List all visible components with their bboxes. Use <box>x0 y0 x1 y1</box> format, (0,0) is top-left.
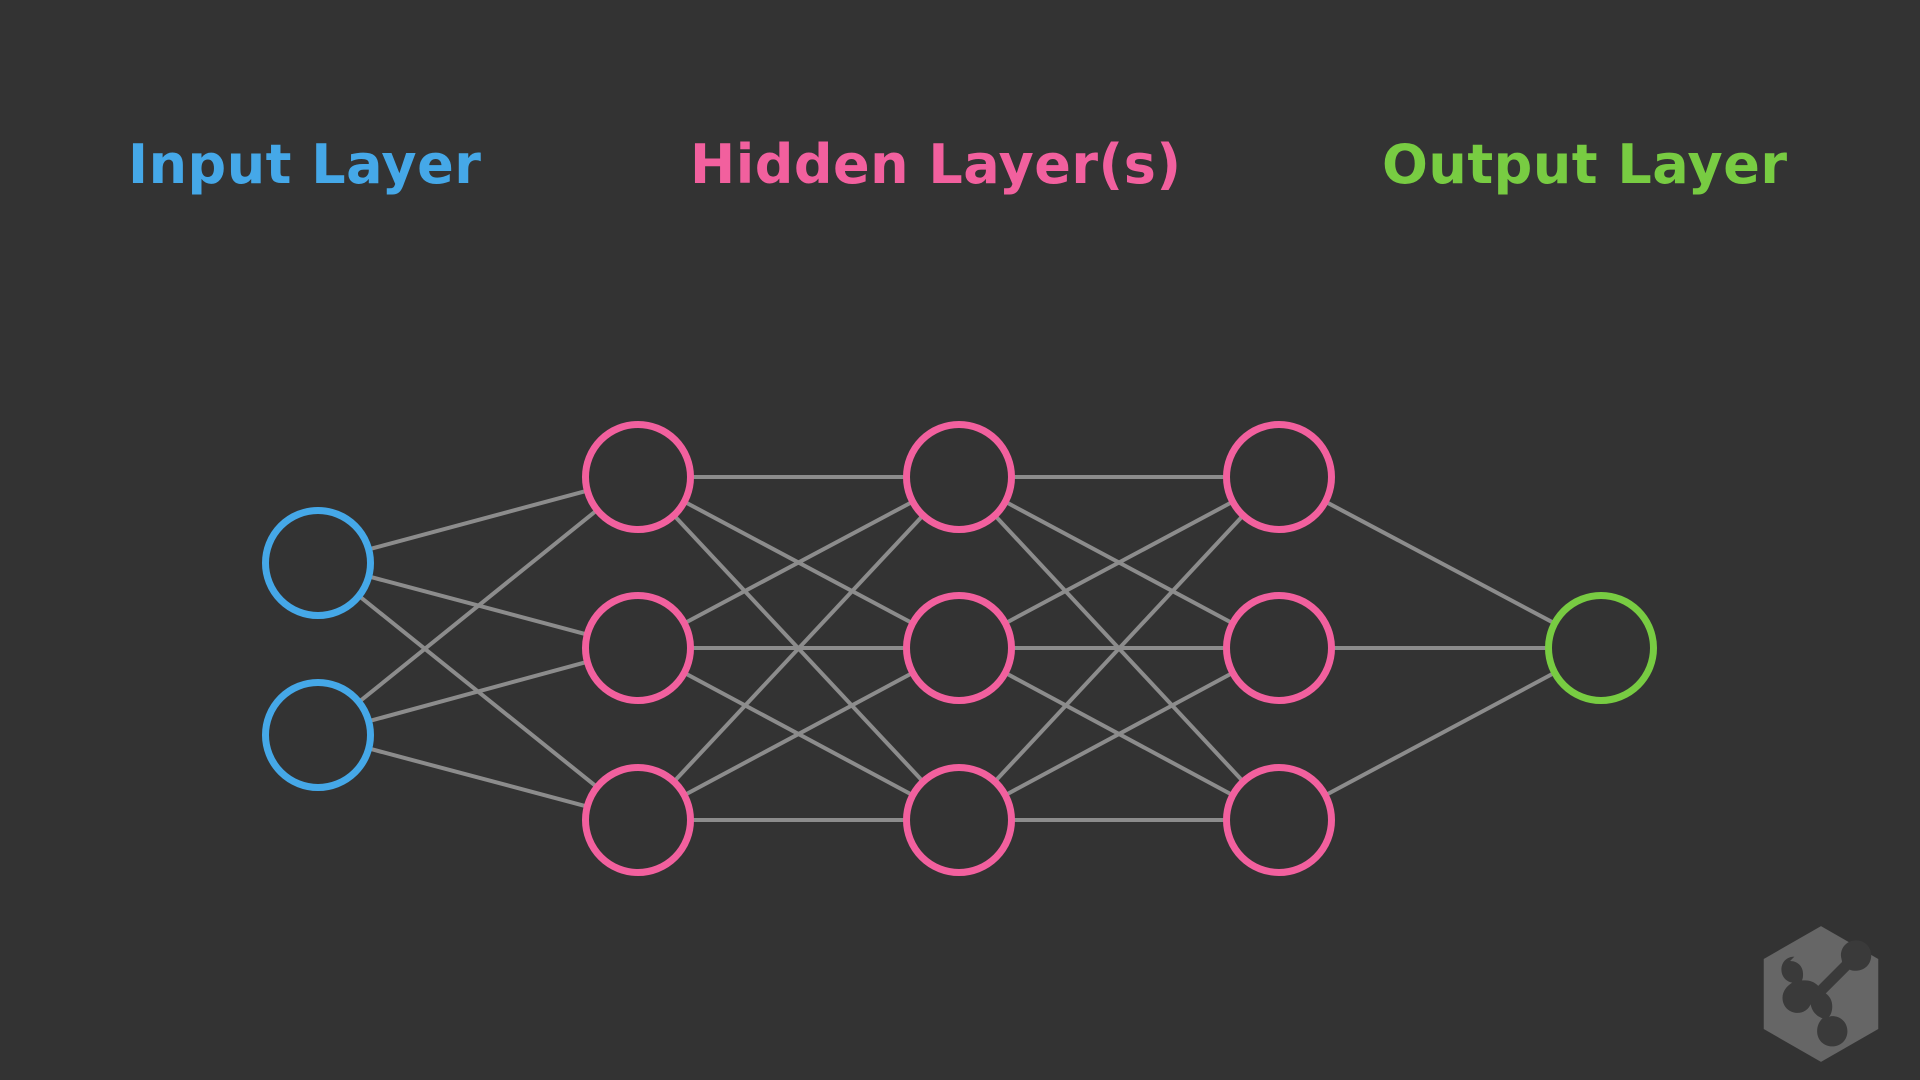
neuron-node-h1_3 <box>582 764 694 876</box>
neuron-node-h3_1 <box>1223 421 1335 533</box>
connection-edge <box>685 672 912 796</box>
neuron-node-i1 <box>262 507 374 619</box>
connection-edge <box>1326 672 1554 796</box>
neuron-node-h2_1 <box>903 421 1015 533</box>
neuron-node-o1 <box>1545 592 1657 704</box>
connection-edge <box>1006 501 1232 624</box>
neuron-node-h2_2 <box>903 592 1015 704</box>
connection-edge <box>995 515 1243 782</box>
connection-edge <box>370 660 586 723</box>
connection-edge <box>1006 672 1232 796</box>
connection-edge <box>370 747 586 808</box>
connection-edge <box>674 515 923 782</box>
output-layer-label: Output Layer <box>1382 133 1788 196</box>
neuron-node-h2_3 <box>903 764 1015 876</box>
nodes-group <box>262 421 1657 876</box>
input-layer-label: Input Layer <box>128 133 482 196</box>
connection-edge <box>1326 501 1554 624</box>
neuron-node-h1_1 <box>582 421 694 533</box>
neuron-node-i2 <box>262 679 374 791</box>
hidden-layer-label: Hidden Layer(s) <box>690 133 1182 196</box>
connection-edge <box>359 509 597 703</box>
connection-edge <box>370 489 586 551</box>
connection-edge <box>685 501 912 624</box>
neuron-node-h1_2 <box>582 592 694 704</box>
neuron-node-h3_3 <box>1223 764 1335 876</box>
neuron-node-h3_2 <box>1223 592 1335 704</box>
edges-group <box>359 475 1554 822</box>
